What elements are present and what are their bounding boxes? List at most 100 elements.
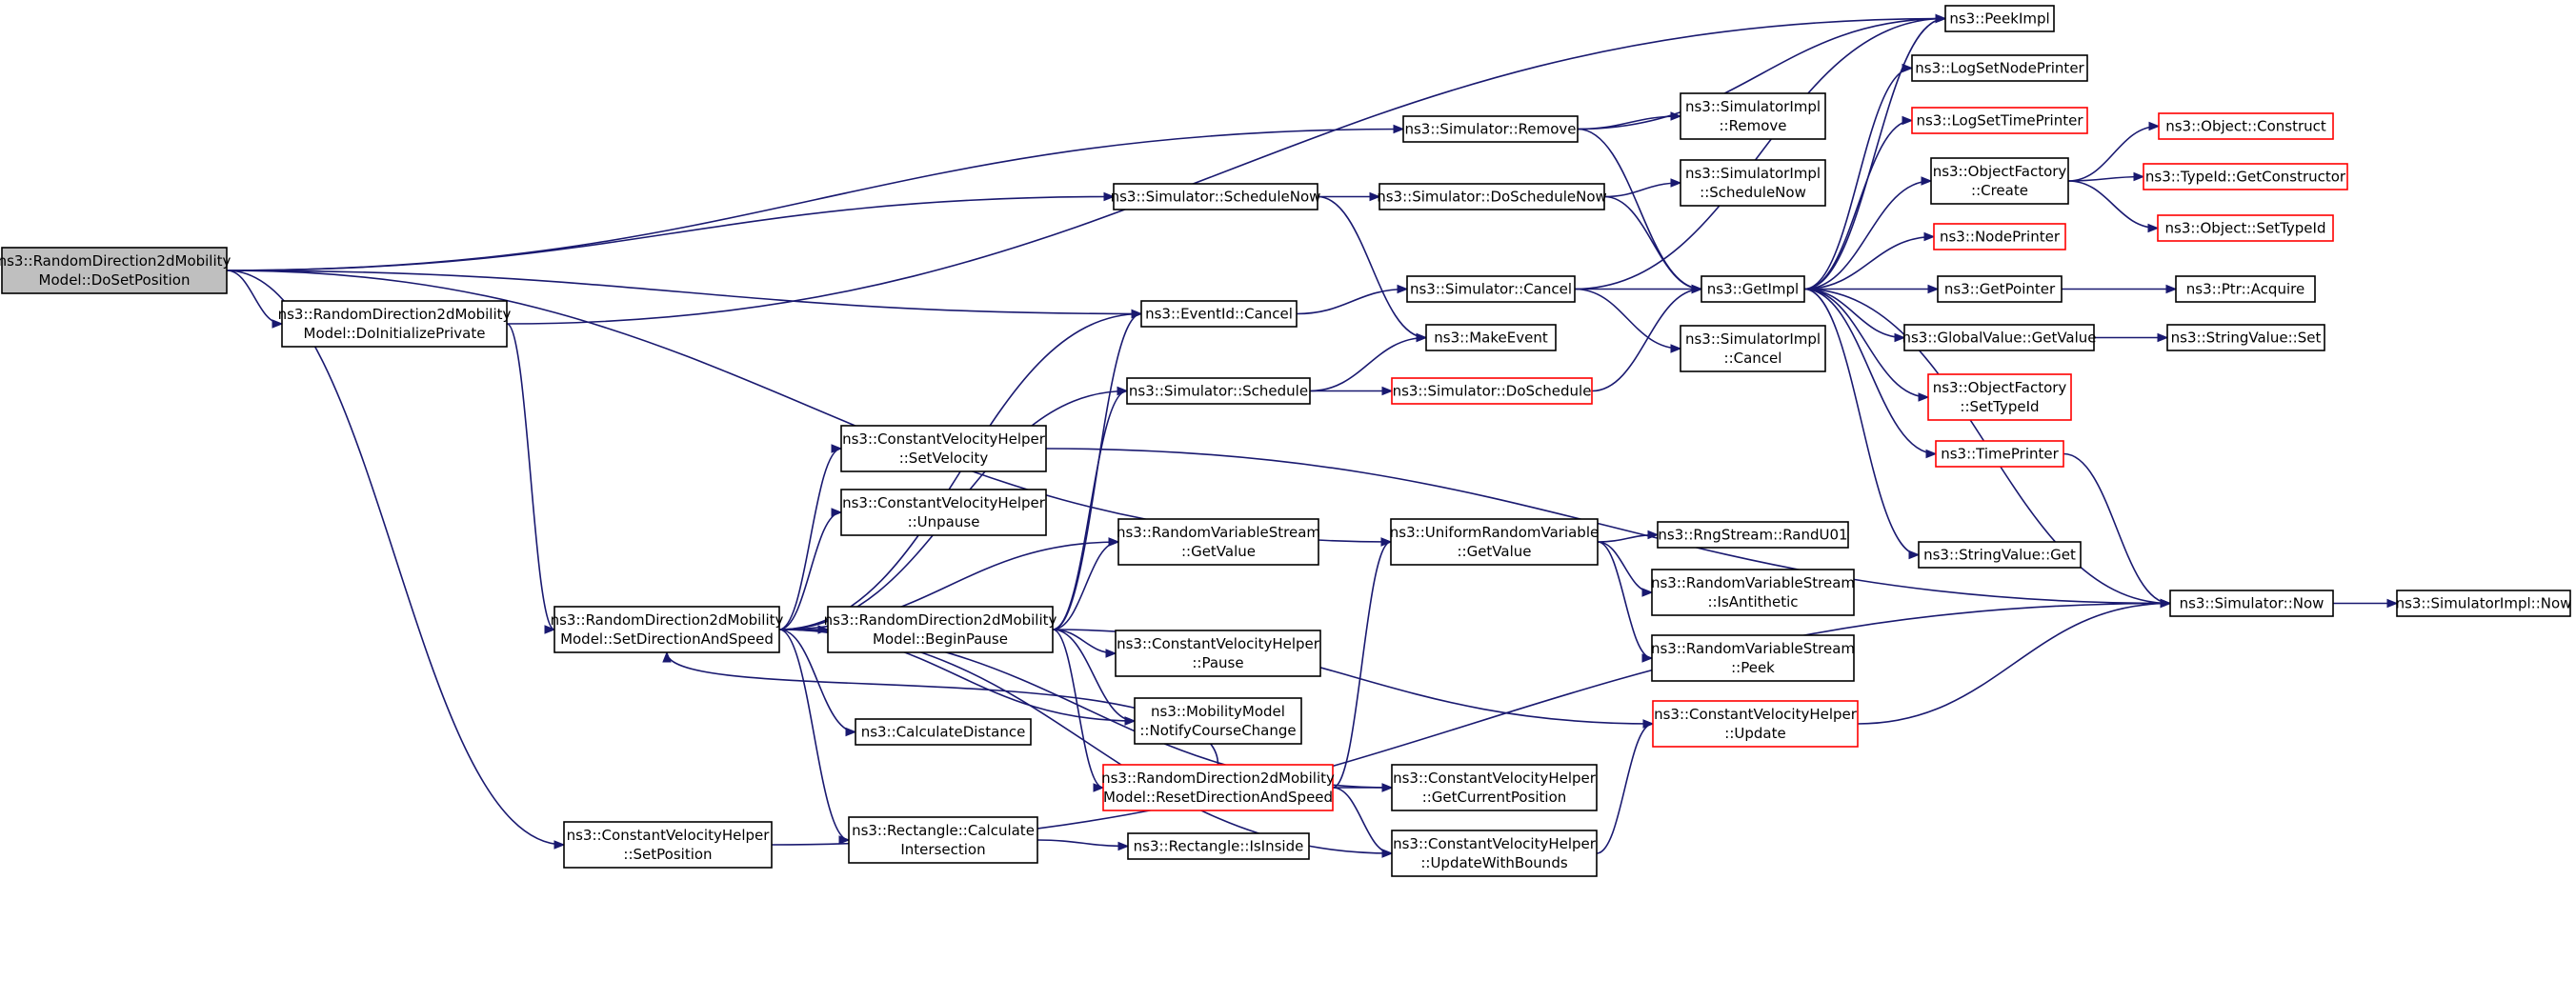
node-cvh-updatewithbounds[interactable]: ns3::ConstantVelocityHelper::UpdateWithB…	[1391, 830, 1598, 877]
node-label: ns3::Simulator::DoSchedule	[1393, 383, 1592, 400]
node-simimpl-cancel[interactable]: ns3::SimulatorImpl::Cancel	[1680, 325, 1826, 372]
node-urv-getvalue[interactable]: ns3::UniformRandomVariable::GetValue	[1390, 518, 1599, 566]
edge-line	[1803, 288, 1920, 556]
node-box	[2166, 324, 2325, 351]
edge-line	[1591, 288, 1702, 392]
node-object-settypeid[interactable]: ns3::Object::SetTypeId	[2157, 214, 2334, 242]
node-label: ::GetValue	[1457, 543, 1531, 560]
node-object-construct[interactable]: ns3::Object::Construct	[2158, 112, 2334, 140]
edge-objectfactory-create-to-object-construct	[2067, 121, 2161, 182]
edge-arrowhead	[1124, 716, 1137, 726]
edge-line	[778, 629, 856, 733]
node-calculatedistance[interactable]: ns3::CalculateDistance	[855, 718, 1032, 746]
edge-arrowhead	[1393, 124, 1405, 134]
node-sim-doschedulenow[interactable]: ns3::Simulator::DoScheduleNow	[1377, 183, 1607, 210]
node-label: ns3::GetPointer	[1944, 281, 2056, 298]
node-eventid-cancel[interactable]: ns3::EventId::Cancel	[1140, 300, 1298, 328]
edge-arrowhead	[1670, 344, 1682, 353]
node-label: ::Pause	[1192, 654, 1243, 671]
node-getimpl[interactable]: ns3::GetImpl	[1701, 275, 1805, 303]
node-sim-doschedule[interactable]: ns3::Simulator::DoSchedule	[1391, 377, 1593, 405]
node-logsettimeprinter[interactable]: ns3::LogSetTimePrinter	[1911, 107, 2088, 134]
node-ptr-acquire[interactable]: ns3::Ptr::Acquire	[2175, 275, 2316, 303]
node-label: ns3::EventId::Cancel	[1145, 306, 1293, 323]
node-setdirectionandspeed[interactable]: ns3::RandomDirection2dMobilityModel::Set…	[551, 606, 784, 653]
node-box	[2175, 275, 2316, 303]
node-cvh-update[interactable]: ns3::ConstantVelocityHelper::Update	[1652, 700, 1859, 748]
node-rngstream-randu01[interactable]: ns3::RngStream::RandU01	[1657, 521, 1849, 549]
node-logsetnodeprinter[interactable]: ns3::LogSetNodePrinter	[1911, 54, 2088, 82]
node-rvs-getvalue[interactable]: ns3::RandomVariableStream::GetValue	[1117, 518, 1320, 566]
node-label: ::Create	[1971, 182, 2028, 199]
node-objectfactory-create[interactable]: ns3::ObjectFactory::Create	[1930, 157, 2069, 205]
edge-line	[2063, 452, 2171, 605]
node-box	[1102, 764, 1334, 811]
edge-urv-getvalue-to-rvs-peek	[1597, 541, 1654, 663]
edge-arrowhead	[1641, 653, 1654, 663]
node-rect-isinside[interactable]: ns3::Rectangle::IsInside	[1127, 832, 1310, 860]
edge-arrowhead	[1641, 588, 1654, 597]
node-sim-schedule[interactable]: ns3::Simulator::Schedule	[1126, 377, 1311, 405]
node-cvh-pause[interactable]: ns3::ConstantVelocityHelper::Pause	[1115, 630, 1321, 677]
node-sim-schedulenow[interactable]: ns3::Simulator::ScheduleNow	[1111, 183, 1321, 210]
node-box	[1701, 275, 1805, 303]
edge-arrowhead	[1670, 178, 1682, 188]
node-label: ns3::RandomDirection2dMobility	[0, 252, 231, 270]
node-box	[1680, 92, 1826, 140]
node-cvh-setvelocity[interactable]: ns3::ConstantVelocityHelper::SetVelocity	[840, 425, 1047, 472]
node-peekimpl[interactable]: ns3::PeekImpl	[1944, 5, 2055, 32]
node-sim-now[interactable]: ns3::Simulator::Now	[2169, 590, 2334, 617]
node-objectfactory-settypeid[interactable]: ns3::ObjectFactory::SetTypeId	[1927, 373, 2072, 421]
node-simimpl-remove[interactable]: ns3::SimulatorImpl::Remove	[1680, 92, 1826, 140]
edge-line	[1577, 115, 1681, 130]
node-rvs-isantithetic[interactable]: ns3::RandomVariableStream::IsAntithetic	[1651, 569, 1855, 616]
node-beginpause[interactable]: ns3::RandomDirection2dMobilityModel::Beg…	[824, 606, 1057, 653]
node-layer: ns3::RandomDirection2dMobilityModel::DoS…	[0, 5, 2572, 877]
edge-getimpl-to-logsetnodeprinter	[1803, 63, 1914, 290]
node-nodeprinter[interactable]: ns3::NodePrinter	[1933, 223, 2066, 250]
node-simimpl-schedulenow[interactable]: ns3::SimulatorImpl::ScheduleNow	[1680, 159, 1826, 207]
node-box	[1937, 275, 2063, 303]
node-label: ::NotifyCourseChange	[1139, 722, 1296, 739]
node-notifycoursechange[interactable]: ns3::MobilityModel::NotifyCourseChange	[1134, 697, 1302, 745]
edge-sim-doschedule-to-getimpl	[1591, 284, 1703, 392]
edge-arrowhead	[1647, 530, 1660, 540]
edge-arrowhead	[1921, 176, 1933, 186]
node-box	[1134, 697, 1302, 745]
node-simimpl-now[interactable]: ns3::SimulatorImpl::Now	[2396, 590, 2572, 617]
node-label: ns3::RandomVariableStream	[1117, 524, 1320, 541]
node-box	[1930, 157, 2069, 205]
edge-arrowhead	[1381, 386, 1394, 396]
node-makeevent[interactable]: ns3::MakeEvent	[1425, 324, 1557, 351]
edge-sim-cancel-to-simimpl-cancel	[1574, 288, 1682, 353]
node-box	[1127, 832, 1310, 860]
edge-line	[226, 270, 1142, 315]
edge-line	[1603, 195, 1702, 290]
node-globalvalue-getvalue[interactable]: ns3::GlobalValue::GetValue	[1902, 324, 2097, 351]
node-cvh-setposition[interactable]: ns3::ConstantVelocityHelper::SetPosition	[563, 821, 773, 869]
node-rvs-peek[interactable]: ns3::RandomVariableStream::Peek	[1651, 634, 1855, 682]
edge-layer	[226, 13, 2399, 858]
node-stringvalue-set[interactable]: ns3::StringValue::Set	[2166, 324, 2325, 351]
node-timeprinter[interactable]: ns3::TimePrinter	[1935, 440, 2064, 468]
node-label: ::GetCurrentPosition	[1422, 789, 1567, 806]
node-dosetposition[interactable]: ns3::RandomDirection2dMobilityModel::DoS…	[0, 247, 231, 294]
node-doinitializeprivate[interactable]: ns3::RandomDirection2dMobilityModel::DoI…	[278, 300, 512, 348]
node-getpointer[interactable]: ns3::GetPointer	[1937, 275, 2063, 303]
edge-sim-schedulenow-to-sim-doschedulenow	[1317, 191, 1381, 202]
node-resetdirectionandspeed[interactable]: ns3::RandomDirection2dMobilityModel::Res…	[1101, 764, 1335, 811]
node-stringvalue-get[interactable]: ns3::StringValue::Get	[1918, 541, 2082, 569]
node-label: ::Cancel	[1724, 350, 1782, 367]
edge-line	[1857, 602, 2171, 725]
node-sim-remove[interactable]: ns3::Simulator::Remove	[1402, 115, 1579, 143]
node-label: Model::DoSetPosition	[39, 271, 191, 289]
edge-arrowhead	[1908, 550, 1921, 560]
node-label: ns3::ConstantVelocityHelper	[1654, 706, 1858, 723]
node-typeid-getconstructor[interactable]: ns3::TypeId::GetConstructor	[2143, 163, 2348, 190]
node-sim-cancel[interactable]: ns3::Simulator::Cancel	[1406, 275, 1576, 303]
node-cvh-unpause[interactable]: ns3::ConstantVelocityHelper::Unpause	[840, 489, 1047, 536]
node-label: ns3::StringValue::Get	[1923, 547, 2076, 564]
node-label: ::SetTypeId	[1960, 398, 2039, 415]
node-cvh-getcurrentposition[interactable]: ns3::ConstantVelocityHelper::GetCurrentP…	[1391, 764, 1598, 811]
